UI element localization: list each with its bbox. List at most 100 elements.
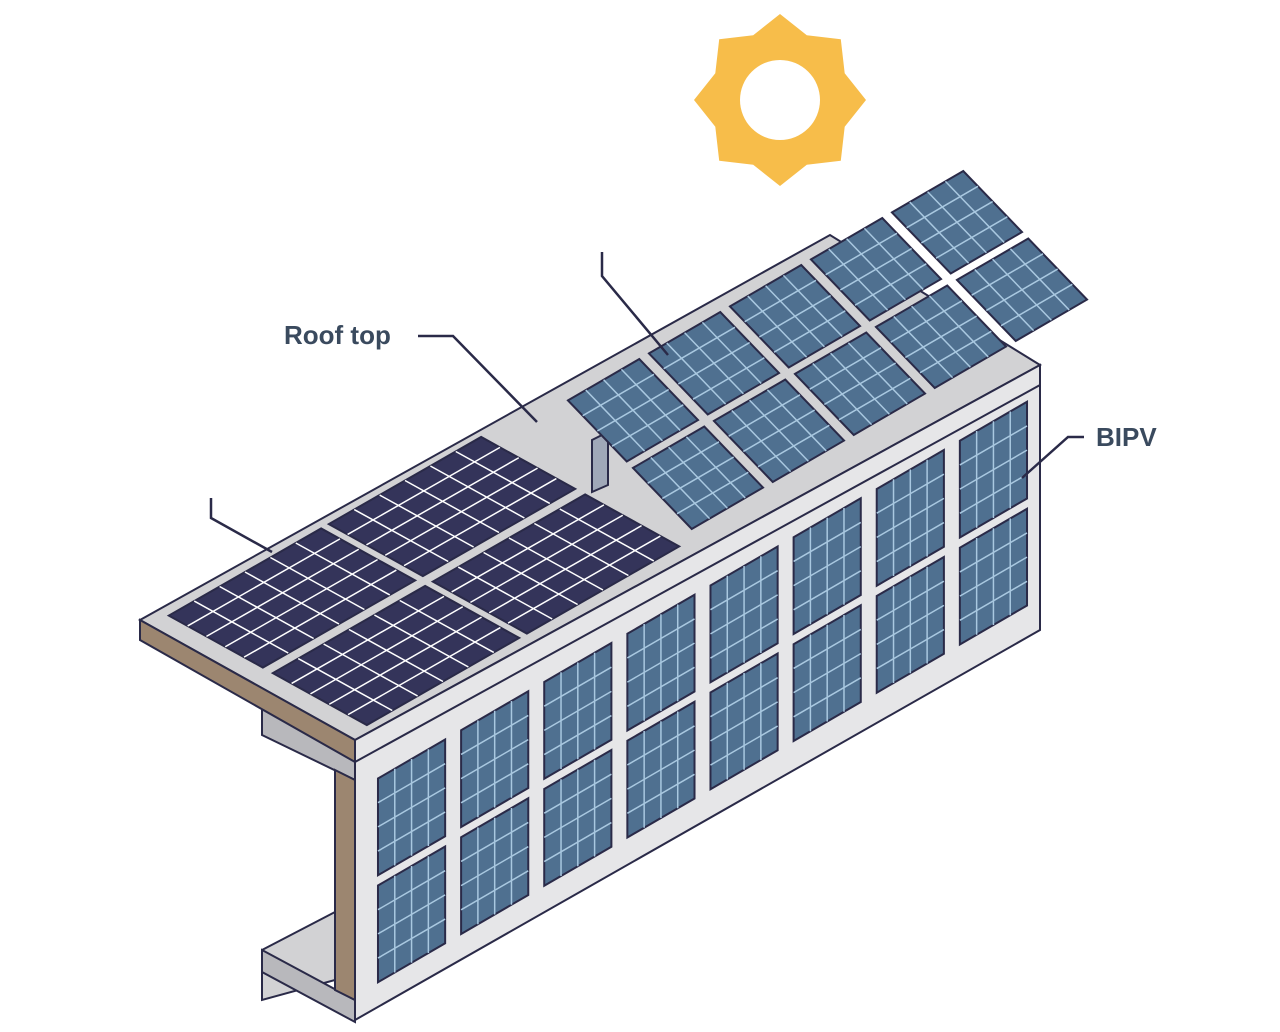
label-roof-top: Roof top xyxy=(284,320,391,350)
cell-line xyxy=(404,479,500,534)
cell-line xyxy=(626,749,695,790)
cell-line xyxy=(985,268,1059,312)
leader-roof-top xyxy=(418,334,538,423)
cell-line xyxy=(710,725,779,766)
cell-line xyxy=(460,870,529,911)
cell-line xyxy=(823,362,897,406)
cell-line xyxy=(626,666,695,707)
cell-line xyxy=(854,263,927,306)
cell-line xyxy=(488,524,642,614)
cell-line xyxy=(399,599,495,654)
cell-line xyxy=(758,294,832,338)
cell-line xyxy=(710,594,779,635)
cell-line xyxy=(243,569,397,658)
cell-line xyxy=(507,535,661,624)
cell-line xyxy=(543,666,612,707)
cell-line xyxy=(348,628,444,683)
cell-line xyxy=(626,773,695,814)
cell-line xyxy=(328,616,482,705)
cell-line xyxy=(710,677,779,718)
cell-line xyxy=(508,537,604,591)
cell-line xyxy=(793,677,862,718)
cell-line xyxy=(757,424,830,468)
cell-line xyxy=(838,377,911,421)
cell-line xyxy=(876,604,945,646)
cell-line xyxy=(935,216,1008,259)
cell-line xyxy=(534,522,629,577)
leader-tilted-panels xyxy=(600,252,669,356)
cell-line xyxy=(291,595,445,685)
bipv-wall-panels xyxy=(376,400,1029,984)
cell-line xyxy=(793,545,862,587)
cell-line xyxy=(460,738,529,780)
cell-line xyxy=(347,446,501,536)
cell-line xyxy=(825,232,898,276)
cell-line xyxy=(295,542,391,596)
cell-line xyxy=(219,585,314,640)
cell-line xyxy=(959,556,1028,597)
roof-side-beam xyxy=(139,618,356,764)
cell-line xyxy=(793,570,862,611)
cell-line xyxy=(959,580,1028,621)
cell-line xyxy=(710,701,779,742)
cell-line xyxy=(347,626,501,716)
cell-line xyxy=(676,471,749,515)
cell-line xyxy=(728,394,801,437)
cell-line xyxy=(323,643,418,697)
leader-lines xyxy=(209,252,1084,554)
cell-line xyxy=(460,821,529,863)
cell-line xyxy=(890,300,963,343)
cell-line xyxy=(959,532,1028,573)
cell-line xyxy=(920,200,994,244)
cell-line xyxy=(543,773,612,814)
tilt-support xyxy=(591,430,609,494)
cell-line xyxy=(455,450,551,505)
cell-line xyxy=(793,628,862,670)
cell-line xyxy=(677,341,751,385)
cell-line xyxy=(793,521,862,563)
cell-line xyxy=(270,556,365,611)
cell-line xyxy=(374,614,469,668)
cell-line xyxy=(543,690,612,732)
cell-line xyxy=(876,521,945,563)
cell-line xyxy=(353,508,449,563)
cell-line xyxy=(377,918,446,959)
tilted-poly-panels xyxy=(566,169,1089,531)
cell-line xyxy=(297,657,393,712)
label-bipv: BIPV xyxy=(1096,422,1157,452)
cell-line xyxy=(971,253,1044,296)
cell-line xyxy=(710,570,779,611)
cell-line xyxy=(377,870,446,911)
leader-mono-panels xyxy=(209,498,273,554)
cell-line xyxy=(876,497,945,539)
cell-line xyxy=(904,315,978,359)
cell-line xyxy=(919,330,992,374)
cell-line xyxy=(460,763,529,804)
cell-line xyxy=(692,357,765,400)
cell-line xyxy=(626,618,695,659)
cell-line xyxy=(773,310,846,353)
cell-line xyxy=(626,725,695,766)
cell-line xyxy=(403,477,557,567)
support-column xyxy=(334,768,356,1002)
rooftop-mono-panels xyxy=(166,435,682,727)
cell-line xyxy=(710,618,779,659)
cell-line xyxy=(384,467,538,556)
cell-line xyxy=(193,600,289,654)
cell-line xyxy=(377,894,446,935)
cell-line xyxy=(626,642,695,683)
cell-line xyxy=(470,514,624,604)
cell-line xyxy=(379,494,474,548)
cell-line xyxy=(377,811,446,852)
cell-line xyxy=(809,347,882,390)
leader-bipv xyxy=(1021,435,1084,479)
cell-line xyxy=(663,326,736,370)
cell-line xyxy=(543,821,612,863)
sun-icon xyxy=(694,14,866,186)
cell-line xyxy=(742,409,816,453)
cell-line xyxy=(310,606,464,695)
cell-line xyxy=(451,504,605,593)
cell-line xyxy=(377,787,446,828)
cell-line xyxy=(430,465,525,519)
